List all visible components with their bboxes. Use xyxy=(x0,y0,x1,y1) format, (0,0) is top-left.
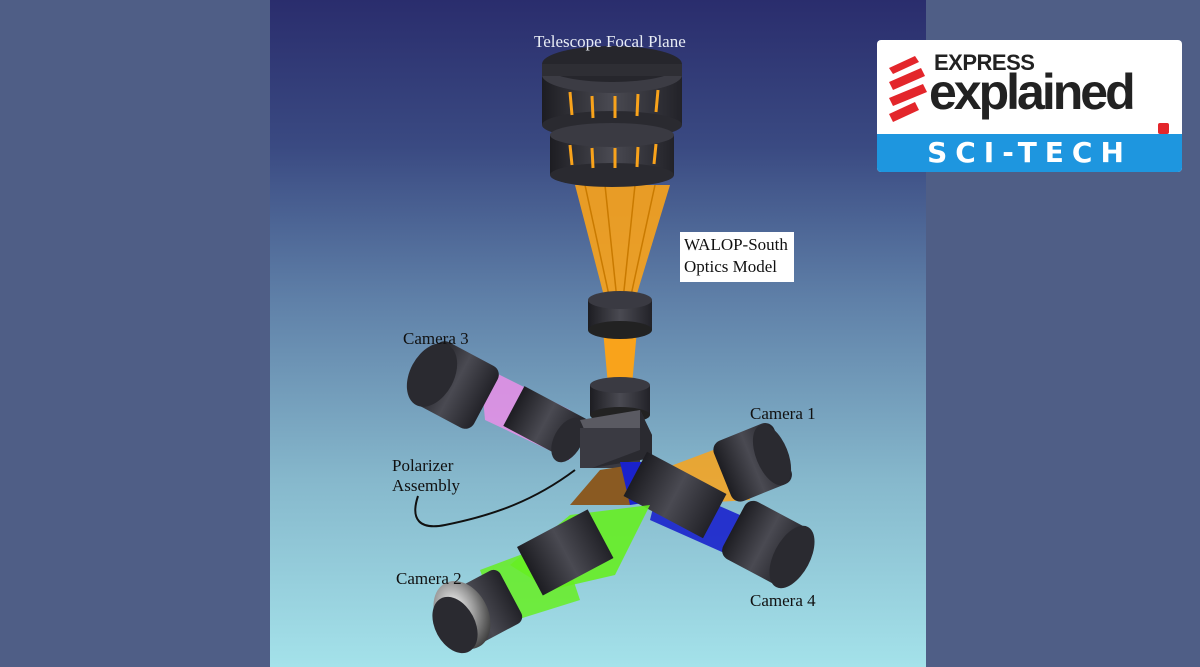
logo-brand-top: EXPRESS xyxy=(934,50,1035,75)
camera-3-label: Camera 3 xyxy=(403,329,469,348)
relay-lens xyxy=(588,291,652,423)
logo-dot xyxy=(1158,123,1169,134)
model-title-line-2: Optics Model xyxy=(684,257,778,276)
polarizer-leader-line xyxy=(414,469,576,528)
logo-tag-band xyxy=(877,134,1182,172)
focal-plane-label: Telescope Focal Plane xyxy=(534,32,686,51)
model-title-line-1: WALOP-South xyxy=(684,235,788,254)
camera-2-arm xyxy=(432,505,650,654)
express-explained-logo: EXPRESS explained SCI-TECH xyxy=(877,40,1182,172)
main-beam xyxy=(575,184,670,385)
camera-4-label: Camera 4 xyxy=(750,591,816,610)
camera-1-label: Camera 1 xyxy=(750,404,816,423)
focal-plane-lens-stack xyxy=(542,46,682,187)
polarizer-label-line-2: Assembly xyxy=(392,476,460,495)
logo-tag: SCI-TECH xyxy=(927,136,1132,169)
optics-model-drawing xyxy=(406,46,815,654)
camera-2-label: Camera 2 xyxy=(396,569,462,588)
camera-4-arm xyxy=(623,451,815,589)
model-title-box: WALOP-South Optics Model xyxy=(680,232,794,282)
express-flame-icon xyxy=(889,56,927,122)
polarizer-label: Polarizer Assembly xyxy=(392,456,460,496)
camera-3-arm xyxy=(406,341,587,463)
logo-brand-main: explained xyxy=(929,64,1136,120)
polarizer-label-line-1: Polarizer xyxy=(392,456,454,475)
walop-optics-diagram: Telescope Focal Plane WALOP-South Optics… xyxy=(270,0,926,667)
left-background-panel xyxy=(0,0,270,667)
